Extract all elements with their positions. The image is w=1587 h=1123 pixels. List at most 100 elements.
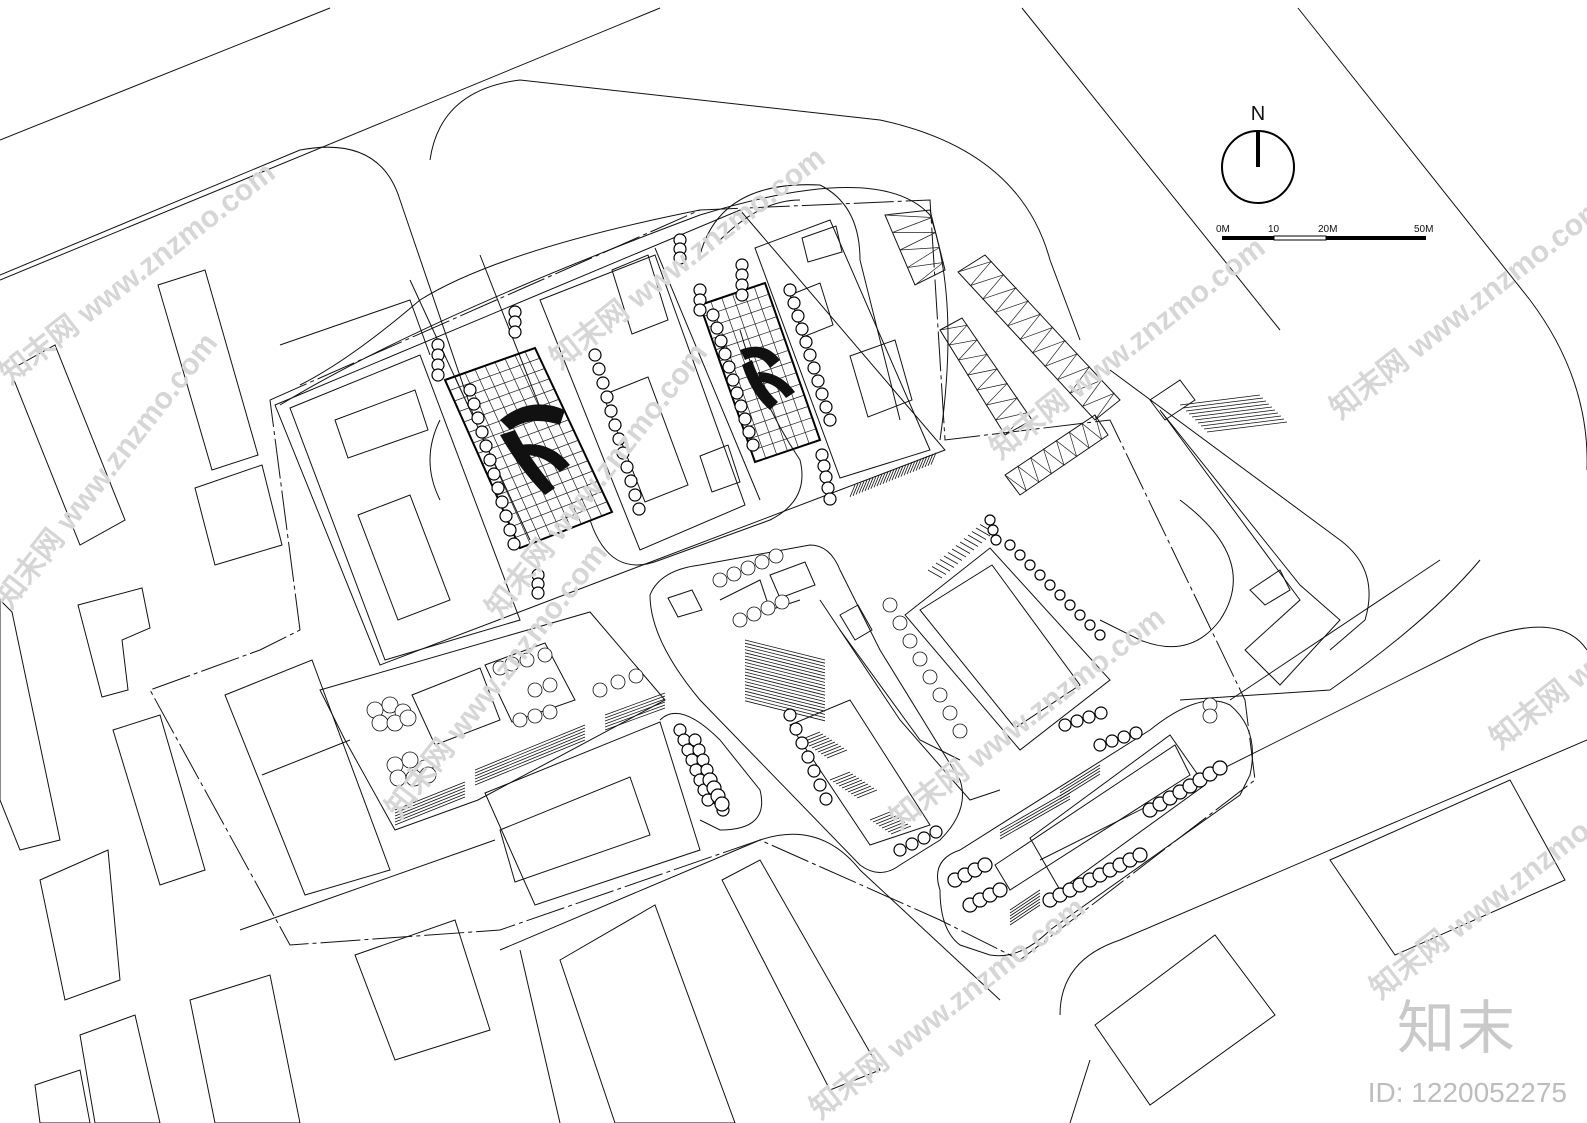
paving-stroke <box>394 781 466 811</box>
tree <box>628 488 642 502</box>
tree <box>929 825 943 839</box>
tree <box>531 586 545 600</box>
paving-stroke <box>1197 412 1279 424</box>
grid-line <box>515 501 608 538</box>
paving-stroke <box>999 795 1071 837</box>
tree <box>596 376 610 390</box>
paving-stroke <box>918 457 925 470</box>
tree <box>726 373 740 387</box>
grid-line <box>750 428 817 452</box>
tree <box>799 335 813 349</box>
paving-stroke <box>878 817 900 827</box>
tree <box>503 523 517 537</box>
paving-stroke <box>1194 409 1276 421</box>
paving-stroke <box>935 562 951 572</box>
paving-stroke <box>604 695 666 719</box>
tree <box>604 404 618 418</box>
north-arrow: N <box>1221 103 1295 204</box>
tree <box>807 361 821 375</box>
paving-stroke <box>808 737 830 747</box>
paving-stroke <box>826 749 848 759</box>
tree <box>507 537 521 551</box>
tree <box>600 390 614 404</box>
paving-stroke <box>394 793 466 823</box>
paving-stroke <box>861 480 868 493</box>
paving-stroke <box>829 771 851 781</box>
paving-stroke <box>394 796 466 826</box>
tree <box>471 411 485 425</box>
paving-stroke <box>999 792 1071 834</box>
paving-stroke <box>744 671 826 693</box>
paving-stroke <box>999 789 1071 831</box>
paving-stroke <box>909 460 916 474</box>
svg-text:知末网 www.znzmo.com: 知末网 www.znzmo.com <box>1324 191 1587 426</box>
paving-stroke <box>875 815 897 825</box>
tree <box>801 750 815 764</box>
scale-segment-1 <box>1222 236 1274 240</box>
tree <box>1084 619 1096 631</box>
paving-stroke <box>1200 415 1282 427</box>
tree <box>811 374 825 388</box>
paving-stroke <box>975 527 991 537</box>
paving-stroke <box>744 658 826 680</box>
paving-stroke <box>890 825 912 835</box>
tree <box>1212 760 1228 776</box>
parking-zigzag <box>939 324 1029 436</box>
tree <box>519 652 535 668</box>
paving-stroke <box>1009 895 1041 917</box>
paving-stroke <box>915 458 922 471</box>
paving-stroke <box>744 697 826 718</box>
tree <box>992 882 1008 898</box>
context-roads <box>0 7 1587 1123</box>
tree <box>718 347 732 361</box>
paving-stroke <box>864 478 871 492</box>
paving-stroke <box>891 468 898 481</box>
tree <box>984 514 996 526</box>
tree <box>608 418 622 432</box>
paving-stroke <box>930 452 937 465</box>
grid-line <box>487 439 579 475</box>
tree <box>371 714 389 732</box>
tree <box>419 766 437 784</box>
scale-tick-10: 10 <box>1268 224 1280 235</box>
paving-stroke <box>1009 904 1041 926</box>
sculpture-features <box>500 346 795 495</box>
tree <box>710 321 724 335</box>
tree <box>399 709 417 727</box>
paving-stroke <box>1009 889 1041 911</box>
tree <box>791 309 805 323</box>
paving-stroke <box>838 777 860 787</box>
tree <box>463 383 477 397</box>
paving-stroke <box>888 469 895 482</box>
tree <box>467 397 481 411</box>
site-boundary <box>149 199 1256 961</box>
tree <box>722 360 736 374</box>
tree <box>734 399 748 413</box>
tree <box>537 647 553 663</box>
ramp-curves <box>279 184 949 566</box>
paving-stroke <box>1009 898 1041 920</box>
tree <box>1094 629 1106 641</box>
tree <box>1129 726 1143 740</box>
tree <box>1093 738 1107 752</box>
tree <box>754 554 770 570</box>
tree <box>693 303 707 317</box>
paving-stroke <box>744 639 826 661</box>
tree <box>673 251 687 265</box>
tree-clusters <box>366 233 1228 913</box>
paving-stroke <box>867 477 874 490</box>
tree <box>746 606 762 622</box>
paving-stroke <box>744 678 826 699</box>
svg-text:知末网 www.znzmo.com: 知末网 www.znzmo.com <box>380 537 615 824</box>
tree <box>610 674 626 690</box>
tree <box>795 736 809 750</box>
paving-stroke <box>1185 400 1267 412</box>
tree <box>495 495 509 509</box>
parking-zigzag <box>957 260 1115 421</box>
tree <box>479 439 493 453</box>
paving-stroke <box>852 483 859 496</box>
tree <box>1074 609 1086 621</box>
paving-stroke <box>1059 767 1101 794</box>
paving-stroke <box>604 707 666 731</box>
